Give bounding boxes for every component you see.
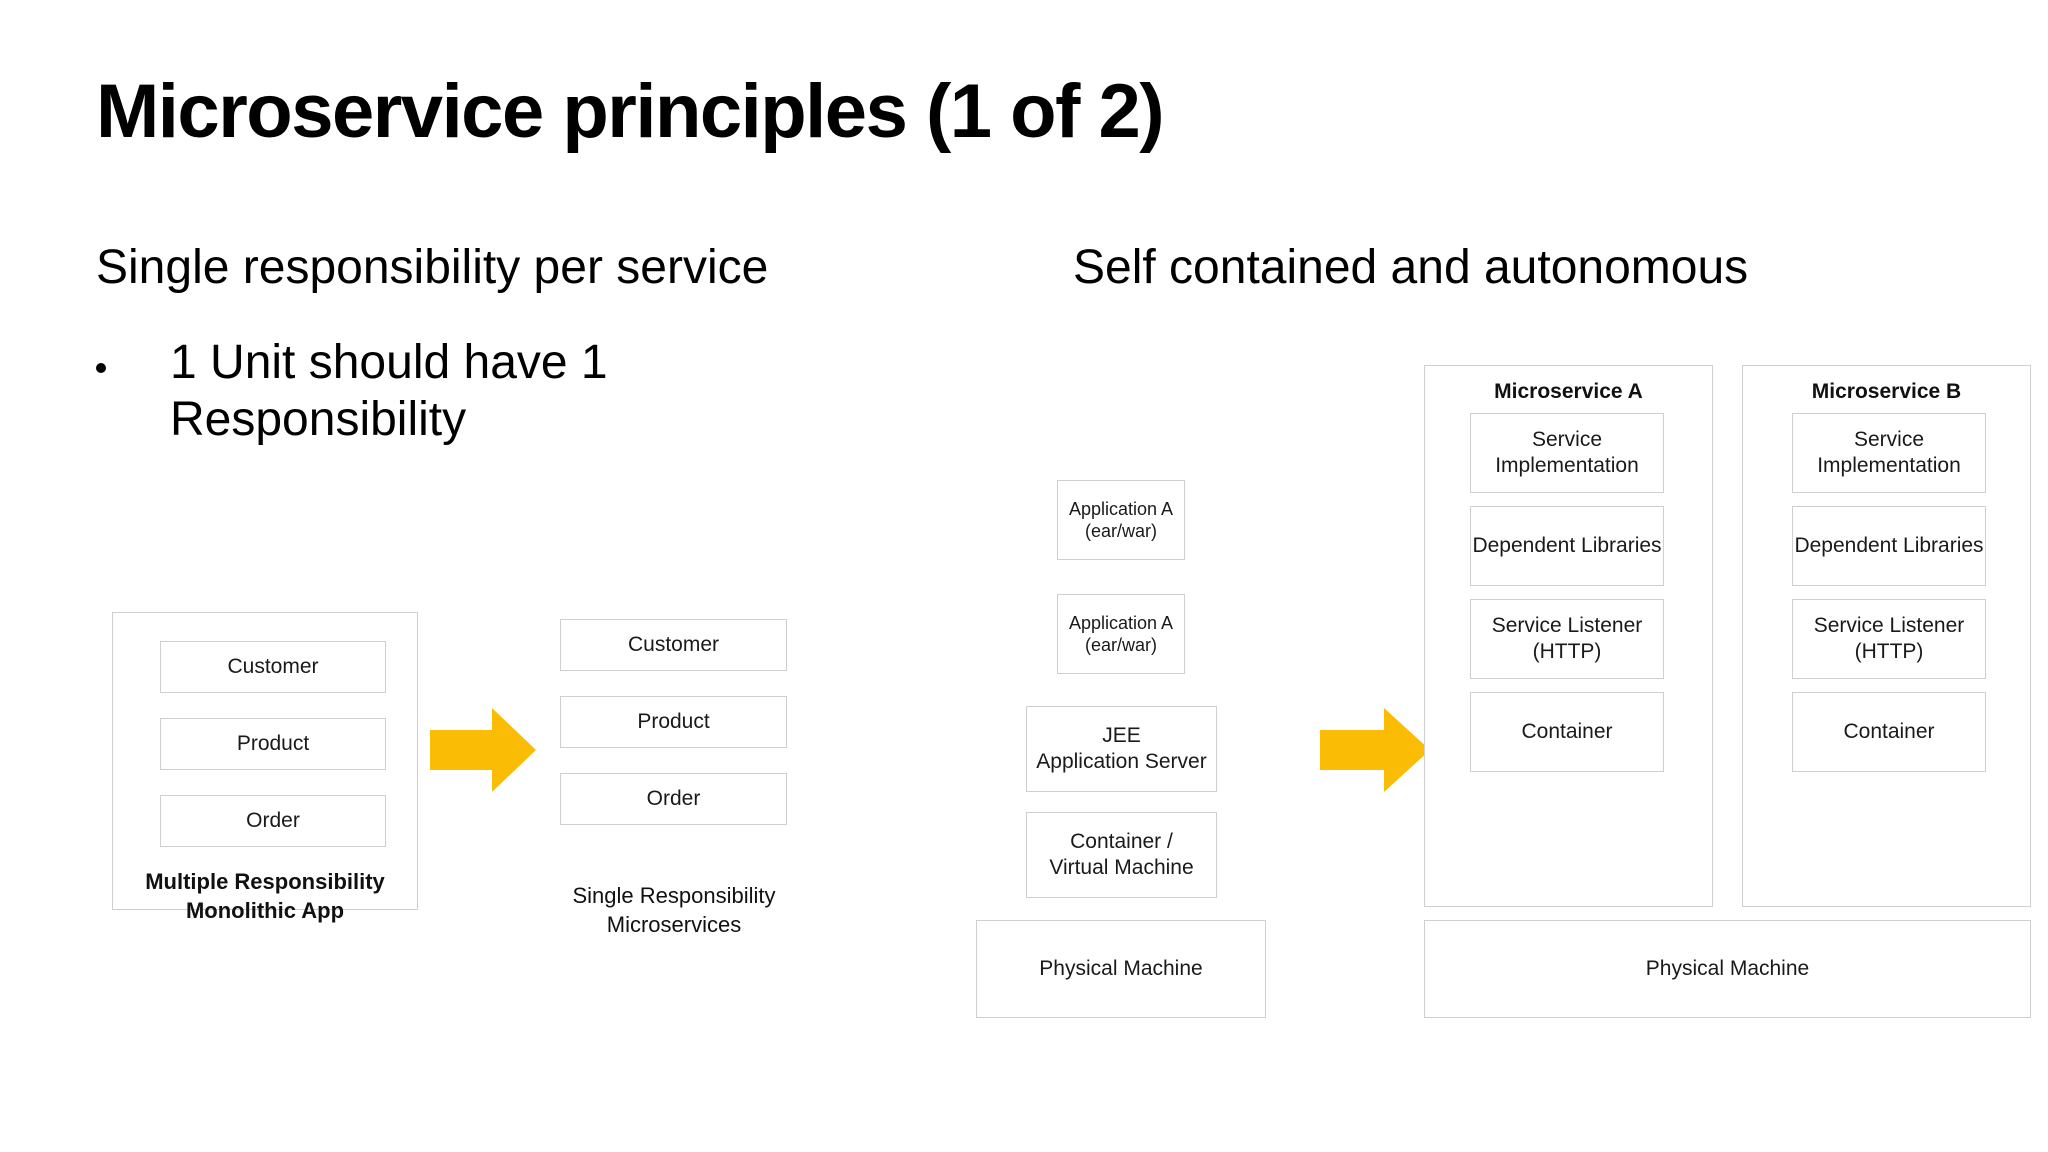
microservices-caption-line1: Single Responsibility: [572, 883, 776, 908]
microservice-box-customer: Customer: [560, 619, 787, 671]
stack-base-physical-machine: Physical Machine: [976, 920, 1266, 1018]
layer-line1: Service: [1531, 427, 1602, 451]
stack-layer-line2: (ear/war): [1084, 521, 1157, 541]
layer-line2: (HTTP): [1532, 640, 1602, 663]
microservice-b-title: Microservice B: [1811, 380, 1962, 403]
layer-line1: Service Listener: [1813, 613, 1965, 637]
microservice-b-layer-service-listener: Service Listener (HTTP): [1792, 599, 1986, 679]
layer-line2: Implementation: [1495, 454, 1639, 477]
right-arrow-icon: [430, 708, 536, 792]
list-item: 1 Unit should have 1 Responsibility: [96, 335, 736, 448]
microservice-a-layer-service-implementation: Service Implementation: [1470, 413, 1664, 493]
stack-layer-application-a-1: Application A (ear/war): [1057, 480, 1185, 560]
stack-layer-line1: Application A: [1068, 498, 1174, 519]
right-arrow-icon: [1320, 708, 1430, 792]
layer-line1: Service Listener: [1491, 613, 1643, 637]
microservices-base-physical-machine: Physical Machine: [1424, 920, 2031, 1018]
microservices-caption-line2: Microservices: [606, 911, 742, 937]
layer-line2: (HTTP): [1854, 640, 1924, 663]
stack-layer-line2: Application Server: [1036, 750, 1207, 773]
stack-layer-line2: Virtual Machine: [1049, 856, 1194, 879]
microservice-b-layer-service-implementation: Service Implementation: [1792, 413, 1986, 493]
monolith-caption: Multiple Responsibility Monolithic App: [112, 868, 418, 925]
bullet-dot-icon: [96, 363, 106, 373]
microservice-b-layer-dependent-libraries: Dependent Libraries: [1792, 506, 1986, 586]
microservice-box-order: Order: [560, 773, 787, 825]
stack-layer-jee-application-server: JEE Application Server: [1026, 706, 1217, 792]
bullet-text: 1 Unit should have 1 Responsibility: [170, 336, 608, 446]
microservice-a-layer-dependent-libraries: Dependent Libraries: [1470, 506, 1664, 586]
microservice-a-layer-service-listener: Service Listener (HTTP): [1470, 599, 1664, 679]
microservice-b-layer-container: Container: [1792, 692, 1986, 772]
microservice-a-title: Microservice A: [1494, 380, 1643, 403]
stack-layer-container-virtual-machine: Container / Virtual Machine: [1026, 812, 1217, 898]
layer-line1: Service: [1853, 427, 1924, 451]
monolith-module-product: Product: [160, 718, 386, 770]
monolith-module-customer: Customer: [160, 641, 386, 693]
layer-line2: Implementation: [1817, 454, 1961, 477]
microservice-box-product: Product: [560, 696, 787, 748]
monolith-caption-line2: Monolithic App: [185, 897, 345, 923]
left-column-heading: Single responsibility per service: [96, 241, 769, 294]
page-title: Microservice principles (1 of 2): [96, 69, 1165, 154]
stack-layer-line1: JEE: [1102, 723, 1141, 747]
stack-layer-line1: Container /: [1070, 829, 1173, 853]
stack-layer-application-a-2: Application A (ear/war): [1057, 594, 1185, 674]
stack-layer-line1: Application A: [1068, 612, 1174, 633]
microservice-a-layer-container: Container: [1470, 692, 1664, 772]
microservices-caption: Single Responsibility Microservices: [534, 882, 814, 939]
monolith-caption-line1: Multiple Responsibility: [145, 869, 385, 894]
right-column-heading: Self contained and autonomous: [1073, 241, 1749, 294]
monolith-module-order: Order: [160, 795, 386, 847]
stack-layer-line2: (ear/war): [1084, 635, 1157, 655]
